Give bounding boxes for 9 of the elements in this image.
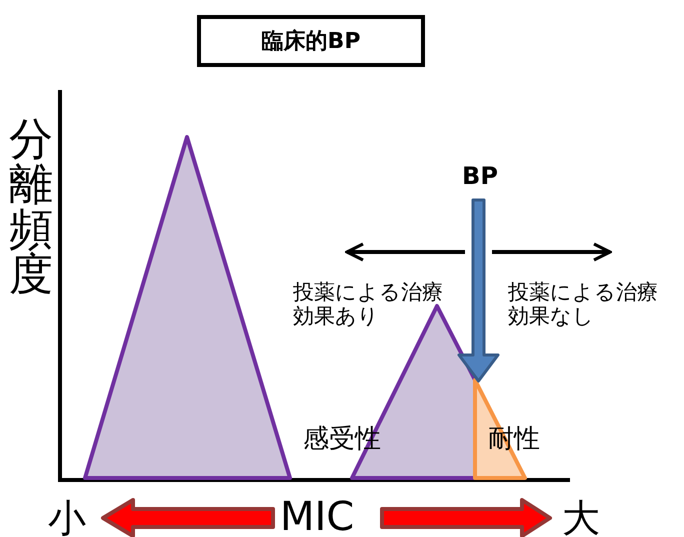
effect-label: 投薬による治療効果あり <box>293 280 444 328</box>
axis-end-label: 小 <box>48 497 87 537</box>
breakpoint-label: BP <box>461 163 499 191</box>
axis-title: 分離頻度 <box>8 118 54 298</box>
effect-label: 投薬による治療効果なし <box>508 280 659 328</box>
axis-title: MIC <box>280 494 356 537</box>
title-box: 臨床的BP <box>197 15 425 67</box>
axis-end-label: 大 <box>562 497 601 537</box>
category-label: 耐性 <box>488 425 541 455</box>
